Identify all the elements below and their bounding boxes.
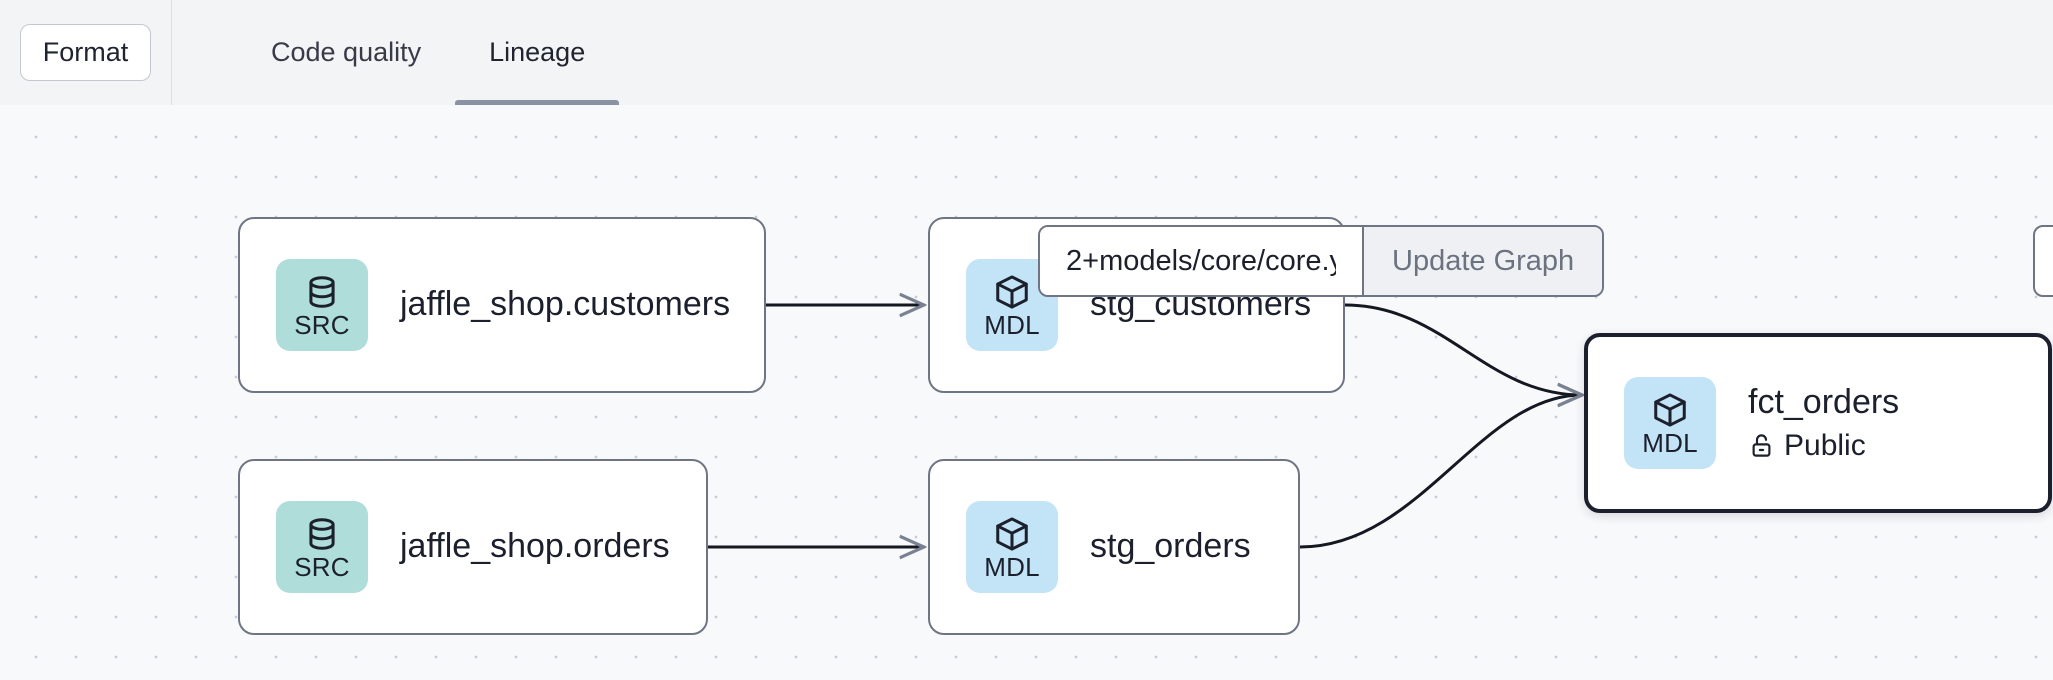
node-type-badge-src: SRC [276,259,368,351]
badge-label: SRC [294,309,350,340]
badge-label: MDL [1642,427,1698,458]
cube-icon [996,274,1028,309]
lineage-canvas[interactable]: SRC jaffle_shop.customers SRC jaffle_sho… [0,105,2053,680]
node-title: fct_orders [1748,383,1900,422]
badge-label: MDL [984,309,1040,340]
node-title: jaffle_shop.orders [400,527,670,566]
node-type-badge-mdl: MDL [966,259,1058,351]
database-icon [309,517,335,550]
node-body: fct_orders Public [1748,383,1899,462]
lineage-node-stg-orders[interactable]: MDL stg_orders [928,459,1300,635]
graph-selector-group: Update Graph [1038,225,1605,297]
node-body: stg_orders [1090,527,1251,566]
selector-input[interactable] [1040,227,1362,295]
badge-label: MDL [984,551,1040,582]
node-title: jaffle_shop.customers [400,285,731,324]
database-icon [309,275,335,308]
tab-code-quality[interactable]: Code quality [271,37,422,67]
lineage-node-jaffle-shop-orders[interactable]: SRC jaffle_shop.orders [238,459,708,635]
node-title: stg_orders [1090,527,1251,566]
badge-label: SRC [294,551,350,582]
lineage-node-jaffle-shop-customers[interactable]: SRC jaffle_shop.customers [238,217,766,393]
node-body: jaffle_shop.orders [400,527,670,566]
lineage-edges [708,105,2053,680]
toolbar-header: Format Code quality Lineage [0,0,2053,105]
node-type-badge-src: SRC [276,501,368,593]
cube-icon [996,516,1028,551]
format-button-area: Format [0,0,172,105]
update-graph-button[interactable]: Update Graph [1362,227,1603,295]
lineage-node-fct-orders[interactable]: MDL fct_orders Public [1584,333,2052,513]
tab-bar: Code quality Lineage [172,0,620,105]
node-type-badge-mdl: MDL [1624,377,1716,469]
unlock-icon [1752,434,1771,457]
node-body: jaffle_shop.customers [400,285,730,324]
node-type-badge-mdl: MDL [966,501,1058,593]
graph-options-button[interactable] [2033,225,2053,297]
format-button[interactable]: Format [19,24,152,81]
node-access: Public [1748,429,1899,463]
edge-stg-orders-to-fct-orders [1299,395,1582,549]
tab-lineage[interactable]: Lineage [455,0,620,105]
edge-stg-customers-to-fct-orders [1344,303,1582,395]
node-access-label: Public [1784,428,1866,462]
cube-icon [1654,392,1686,427]
